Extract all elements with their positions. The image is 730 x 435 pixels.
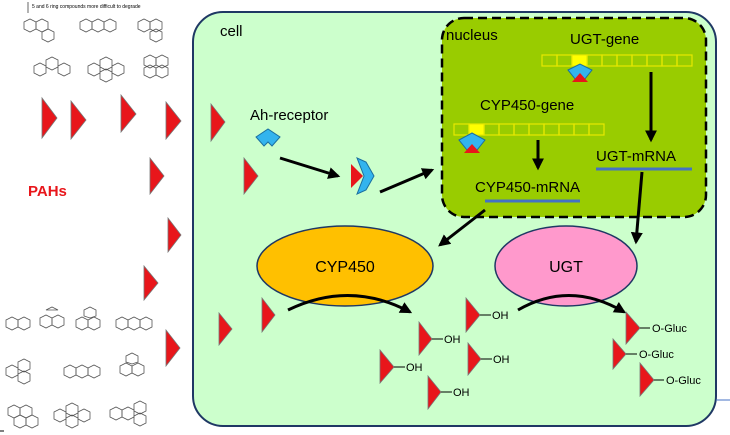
cyp450-enzyme-label: CYP450 bbox=[315, 259, 375, 276]
pah-molecule-icon bbox=[165, 328, 181, 368]
svg-text:OH: OH bbox=[453, 387, 470, 399]
cyp450-mrna-label: CYP450-mRNA bbox=[475, 179, 580, 196]
hydroxylated-pah: OH bbox=[427, 374, 470, 411]
svg-text:OH: OH bbox=[444, 334, 461, 346]
hydroxylated-pah: OH bbox=[467, 341, 510, 377]
hydroxylation-arrow bbox=[287, 294, 413, 314]
polycyclic-ring-structure-icon bbox=[109, 400, 147, 427]
ugt-mrna-label: UGT-mRNA bbox=[596, 148, 676, 165]
polycyclic-ring-structure-icon bbox=[79, 18, 117, 33]
pah-molecule-icon bbox=[41, 96, 58, 140]
polycyclic-ring-structure-icon bbox=[33, 56, 71, 77]
pah-molecule-icon bbox=[167, 216, 182, 254]
nucleus bbox=[440, 16, 708, 219]
polycyclic-ring-structure-icon bbox=[39, 306, 65, 329]
pah-molecule-icon bbox=[612, 337, 627, 371]
ah-receptor-label: Ah-receptor bbox=[250, 107, 328, 124]
translation-arrow-ugt bbox=[630, 171, 644, 245]
nuclear-import-arrow bbox=[379, 168, 435, 194]
hydroxylated-pah: OH bbox=[418, 320, 461, 357]
polycyclic-ring-structure-icon bbox=[115, 316, 153, 331]
ah-receptor-icon bbox=[255, 128, 281, 147]
ugt-enzyme-label: UGT bbox=[549, 259, 583, 276]
svg-text:O-Gluc: O-Gluc bbox=[652, 323, 687, 335]
polycyclic-ring-structure-icon bbox=[143, 54, 169, 79]
pah-molecule-icon bbox=[143, 264, 159, 302]
glucuronidation-arrow bbox=[517, 294, 627, 314]
ah-receptor-pah-complex bbox=[567, 63, 593, 82]
polycyclic-ring-structure-icon bbox=[23, 18, 55, 43]
binding-arrow bbox=[279, 156, 341, 179]
pah-molecule-icon bbox=[639, 361, 655, 398]
glucuronide-pah: O-Gluc bbox=[639, 361, 701, 398]
pah-molecule-icon bbox=[572, 73, 588, 82]
svg-text:OH: OH bbox=[493, 354, 510, 366]
pah-molecule-icon bbox=[418, 320, 433, 357]
pah-molecule-icon bbox=[261, 296, 276, 334]
pah-molecule-icon bbox=[464, 144, 480, 153]
pah-molecule-icon bbox=[465, 296, 481, 334]
pah-molecule-icon bbox=[70, 99, 87, 141]
pah-molecule-icon bbox=[625, 310, 641, 346]
external-pahs bbox=[41, 93, 182, 368]
receptor-pah-complex bbox=[351, 157, 375, 195]
pah-molecule-icon bbox=[351, 164, 363, 188]
pah-molecule-icon bbox=[467, 341, 482, 377]
svg-text:OH: OH bbox=[406, 362, 423, 374]
pah-molecule-icon bbox=[379, 348, 395, 385]
polycyclic-ring-structure-icon bbox=[75, 306, 101, 331]
pah-molecule-icon bbox=[427, 374, 442, 411]
polycyclic-ring-structure-icon bbox=[5, 316, 31, 331]
cyp450-enzyme bbox=[256, 225, 434, 307]
svg-text:OH: OH bbox=[492, 310, 509, 322]
glucuronide-pah: O-Gluc bbox=[625, 310, 687, 346]
ah-receptor-pah-complex bbox=[458, 132, 486, 153]
internal-pahs bbox=[210, 102, 276, 347]
glucuronide-products: O-Gluc O-Gluc O-Gluc bbox=[612, 310, 701, 398]
nucleus-label: nucleus bbox=[446, 27, 498, 44]
pah-molecule-icon bbox=[243, 156, 259, 196]
pah-molecule-icon bbox=[210, 102, 226, 143]
pah-molecule-icon bbox=[165, 100, 182, 141]
pah-molecule-icon bbox=[149, 156, 165, 196]
translation-arrow-cyp450 bbox=[438, 208, 486, 247]
cell-label: cell bbox=[220, 23, 243, 40]
polycyclic-ring-structure-icon bbox=[87, 56, 125, 83]
pahs-label: PAHs bbox=[28, 183, 67, 200]
glucuronide-pah: O-Gluc bbox=[612, 337, 674, 371]
cyp450-gene-label: CYP450-gene bbox=[480, 97, 574, 114]
svg-text:O-Gluc: O-Gluc bbox=[666, 375, 701, 387]
polycyclic-ring-structure-icon bbox=[137, 18, 163, 43]
ugt-gene-label: UGT-gene bbox=[570, 31, 639, 48]
ugt-gene bbox=[541, 54, 693, 67]
svg-text:O-Gluc: O-Gluc bbox=[639, 349, 674, 361]
polycyclic-ring-structure-icon bbox=[63, 364, 101, 379]
polycyclic-ring-structure-icon bbox=[119, 352, 145, 377]
polycyclic-ring-structure-icons bbox=[5, 18, 169, 429]
polycyclic-ring-structure-icon bbox=[53, 402, 91, 429]
pah-molecule-icon bbox=[120, 93, 137, 134]
pah-molecule-icon bbox=[218, 311, 233, 347]
polycyclic-ring-structure-icon bbox=[5, 358, 31, 385]
top-note: 5 and 6 ring compounds more difficult to… bbox=[32, 4, 141, 10]
hydroxylated-pah: OH bbox=[379, 348, 423, 385]
polycyclic-ring-structure-icon bbox=[7, 404, 39, 429]
ugt-enzyme bbox=[494, 225, 638, 307]
hydroxylated-products: OH OH OH OH OH bbox=[379, 296, 510, 411]
hydroxylated-pah: OH bbox=[465, 296, 509, 334]
